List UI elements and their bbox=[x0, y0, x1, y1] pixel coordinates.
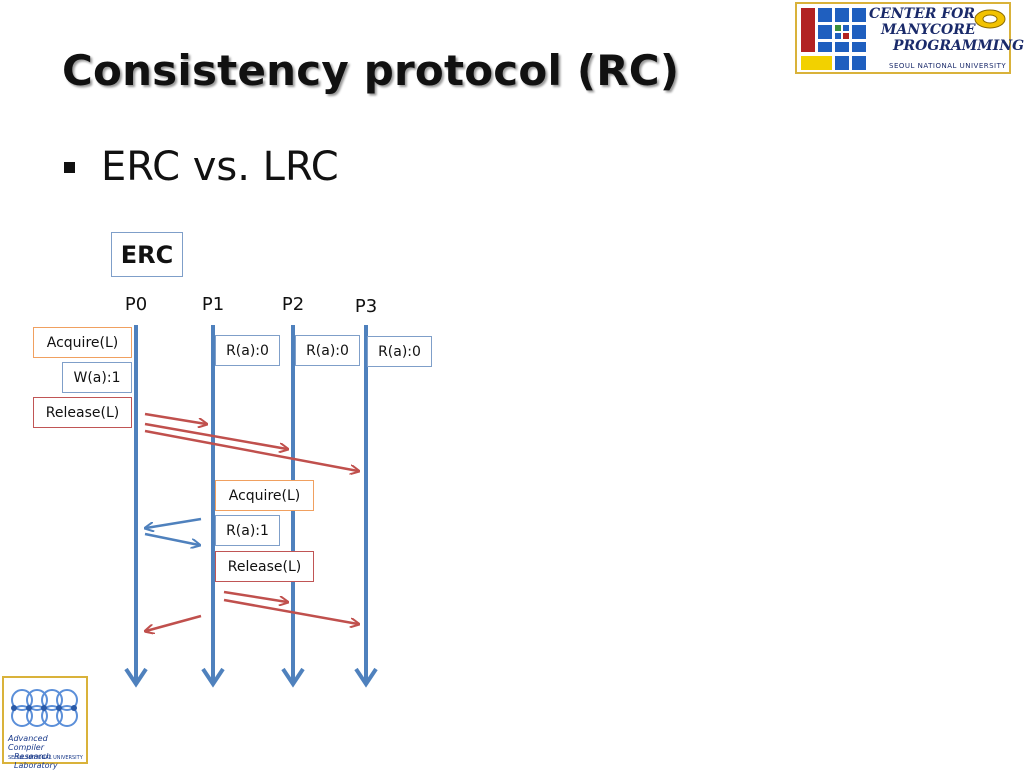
logo-emblem-icon bbox=[974, 9, 1006, 29]
logo-text-line1: CENTER FOR bbox=[869, 6, 975, 22]
timeline-p1-arrowhead bbox=[201, 667, 225, 688]
arrow-p1-to-p3 bbox=[223, 598, 358, 624]
logo-text-line2: MANYCORE bbox=[881, 22, 976, 38]
process-label-p3: P3 bbox=[354, 296, 378, 317]
arrow-p1-to-p0 bbox=[146, 614, 202, 631]
lab-university-text: SEOUL NATIONAL UNIVERSITY bbox=[8, 755, 83, 761]
op-p1-read: R(a):1 bbox=[215, 515, 280, 546]
compiler-lab-logo: Advanced Compiler Research Laboratory SE… bbox=[2, 676, 88, 770]
timeline-p2-arrowhead bbox=[281, 667, 305, 688]
op-p1-release: Release(L) bbox=[215, 551, 314, 582]
arrow-p0-reply-p1 bbox=[144, 532, 199, 545]
op-p1-read-initial: R(a):0 bbox=[215, 335, 280, 366]
op-p3-read-initial: R(a):0 bbox=[367, 336, 432, 367]
process-label-p2: P2 bbox=[281, 294, 305, 315]
op-p0-release: Release(L) bbox=[33, 397, 132, 428]
logo-university-text: SEOUL NATIONAL UNIVERSITY bbox=[889, 62, 1007, 70]
op-p1-acquire: Acquire(L) bbox=[215, 480, 314, 511]
lab-name-line1: Advanced Compiler bbox=[8, 734, 48, 752]
release-arrows-p1 bbox=[146, 590, 358, 631]
op-p0-acquire: Acquire(L) bbox=[33, 327, 132, 358]
timeline-p3-arrowhead bbox=[354, 667, 378, 688]
release-arrows-p0 bbox=[144, 412, 358, 471]
arrow-p1-to-p2 bbox=[223, 590, 287, 602]
arrow-p0-to-p2 bbox=[144, 422, 287, 449]
timeline-p0-arrowhead bbox=[124, 667, 148, 688]
process-label-p1: P1 bbox=[201, 294, 225, 315]
bullet-text: ERC vs. LRC bbox=[101, 144, 339, 190]
logo-grid-icon bbox=[801, 8, 866, 70]
op-p0-write: W(a):1 bbox=[62, 362, 132, 393]
acquire-arrows bbox=[144, 517, 202, 545]
process-label-p0: P0 bbox=[124, 294, 148, 315]
slide-title: Consistency protocol (RC) bbox=[62, 46, 680, 95]
arrow-p0-to-p1 bbox=[144, 412, 206, 424]
arrow-p0-to-p3 bbox=[144, 429, 358, 471]
op-p2-read-initial: R(a):0 bbox=[295, 335, 360, 366]
arrow-p1-request-p0 bbox=[146, 517, 202, 528]
logo-text-line3: PROGRAMMING bbox=[893, 38, 1024, 54]
lab-name-line2: Research Laboratory bbox=[14, 752, 58, 770]
center-manycore-logo: CENTER FOR MANYCORE PROGRAMMING SEOUL NA… bbox=[795, 2, 1024, 74]
erc-label-box: ERC bbox=[111, 232, 183, 277]
square-bullet-icon bbox=[64, 161, 75, 173]
lab-emblem-icon bbox=[11, 689, 78, 727]
bullet-item: ERC vs. LRC bbox=[64, 144, 339, 190]
